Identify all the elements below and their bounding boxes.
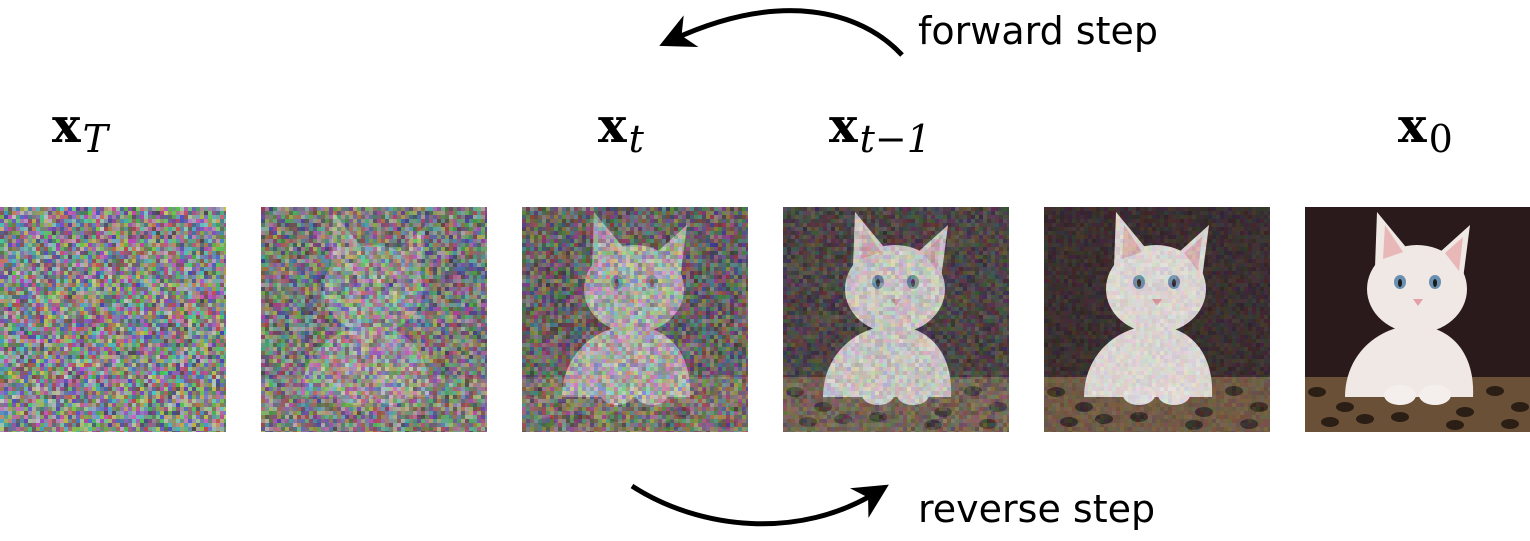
forward-arrow [659, 8, 904, 57]
label-x-0: x0 [1398, 98, 1453, 161]
label-x-t-minus-1: xt−1 [829, 98, 931, 161]
noise-panel-6-image [1305, 207, 1530, 432]
noise-panel-1-image [0, 207, 226, 432]
noise-panel-2-image [261, 207, 487, 432]
noise-panel-5-image [1044, 207, 1270, 432]
noise-panel-3-image [522, 207, 748, 432]
noise-panel-3 [522, 207, 748, 432]
noise-panel-2 [261, 207, 487, 432]
noise-panel-6 [1305, 207, 1530, 432]
label-x-t: xt [598, 98, 644, 161]
noise-panel-5 [1044, 207, 1270, 432]
noise-panel-1 [0, 207, 226, 432]
forward-step-label: forward step [918, 9, 1158, 53]
reverse-step-label: reverse step [918, 487, 1156, 531]
reverse-arrow [630, 483, 889, 527]
noise-panel-4-image [783, 207, 1009, 432]
noise-panel-4 [783, 207, 1009, 432]
label-x-T: xT [52, 98, 108, 161]
